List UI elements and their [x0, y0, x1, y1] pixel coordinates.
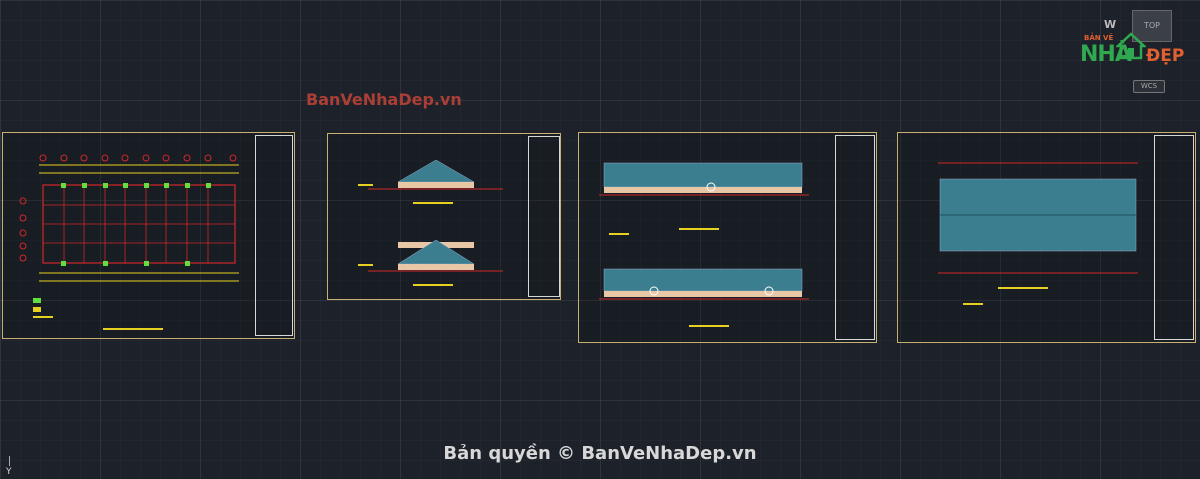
ucs-axis-icon [9, 456, 10, 466]
sheet-2-sections[interactable] [327, 133, 561, 300]
wcs-menu[interactable]: WCS [1133, 80, 1165, 93]
elevations-drawing [599, 162, 809, 327]
grid-bubbles-left [19, 197, 27, 262]
logo-line1: BẢN VẼ [1084, 34, 1114, 42]
logo-line3: ĐẸP [1146, 46, 1185, 66]
title-block [255, 135, 293, 336]
watermark-bottom: Bản quyền © BanVeNhaDep.vn [443, 443, 757, 464]
logo-line2: NHÀ [1080, 42, 1132, 67]
sections-drawing [358, 159, 503, 286]
watermark-top: BanVeNhaDep.vn [306, 90, 462, 109]
title-block [835, 135, 875, 340]
viewcube-face[interactable]: TOP [1132, 10, 1172, 42]
floor-plan-drawing [19, 154, 239, 330]
house-icon [1116, 32, 1146, 60]
sheet-3-elevations[interactable] [578, 132, 877, 343]
title-block [528, 136, 560, 297]
title-block [1154, 135, 1194, 340]
viewcube[interactable]: TOP W [1100, 8, 1190, 92]
grid-bubbles-top [39, 154, 237, 162]
sheet-1-floor-plan[interactable] [2, 132, 295, 339]
ucs-y-label: Y [6, 467, 12, 477]
roof-plan-drawing [938, 162, 1138, 305]
viewcube-compass-west[interactable]: W [1104, 18, 1117, 31]
site-logo: BẢN VẼ NHÀ ĐẸP [1076, 24, 1188, 72]
sheet-4-roof-plan[interactable] [897, 132, 1196, 343]
